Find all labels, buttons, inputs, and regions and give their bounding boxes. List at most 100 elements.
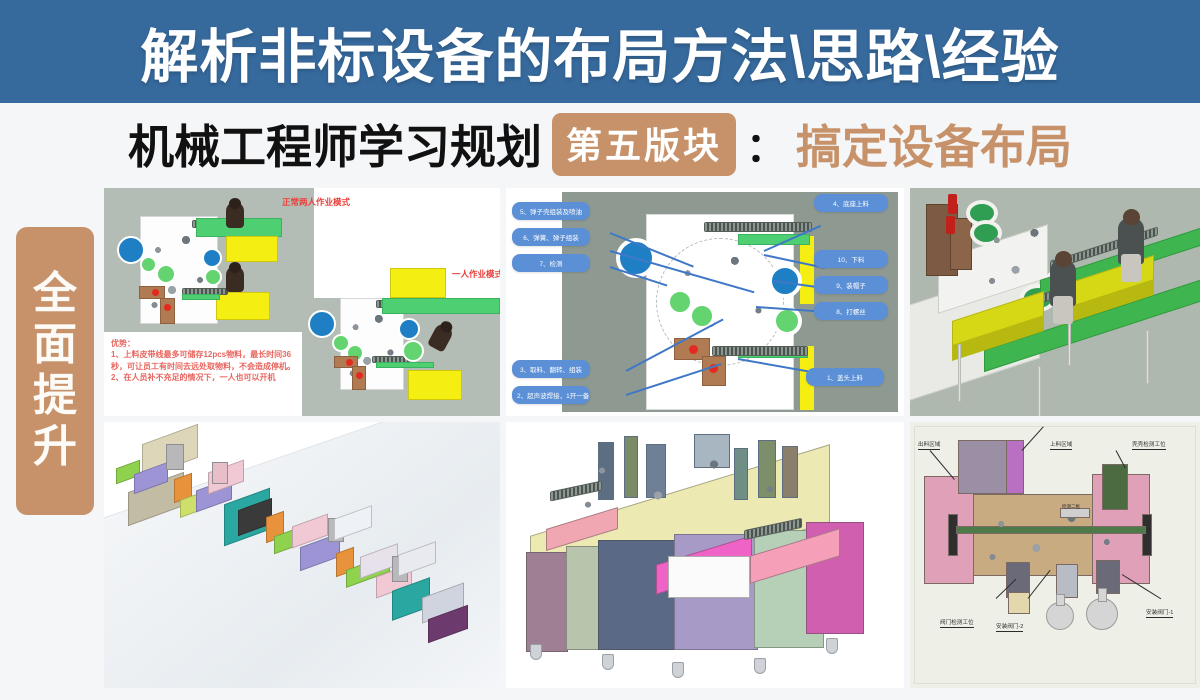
operator-p3-1-legs [1053, 296, 1073, 324]
conveyor-green-left-bottom [182, 294, 220, 300]
panel-long-production-line [104, 422, 500, 688]
annotation-shell-inspect: 壳壳检测工位 [1132, 442, 1166, 450]
annotation-infeed-zone: 上料区域 [1050, 442, 1073, 450]
bowl-feeder-green-left-2 [156, 264, 176, 284]
panel-top-view-layout: 检测二框 出料区域 上料区域 壳壳检测工位 阀门检测工位 安装阀门-2 安装阀门… [910, 422, 1200, 688]
dish-shape-2 [1086, 598, 1118, 630]
caster-4 [754, 658, 766, 674]
workbench-yellow-left-1 [226, 236, 278, 262]
subtitle-main-text: 机械工程师学习规划 [127, 121, 542, 173]
dish-shape-1 [1046, 602, 1074, 630]
advantage-note-box: 优势： 1、上料皮带线最多可储存12pcs物料，最长时间36秒，可让员工有时间去… [104, 332, 302, 416]
side-badge-char-1: 全 [33, 269, 77, 319]
platen-white [668, 556, 750, 598]
page-title: 解析非标设备的布局方法\思路\经验 [140, 24, 1060, 90]
section-badge: 第五版块 [551, 112, 736, 176]
image-grid: 正常两人作业模式 一人作业模式 优势： 1、上料皮带线最多 [104, 188, 1200, 688]
caster-3 [672, 662, 684, 678]
panel-layout-comparison: 正常两人作业模式 一人作业模式 优势： 1、上料皮带线最多 [104, 188, 500, 416]
indicator-red-left-1 [152, 289, 159, 296]
signal-tower-red-1 [948, 194, 957, 214]
operator-p3-2-legs [1121, 254, 1141, 282]
bowl-feeder-blue-left-2 [202, 248, 222, 268]
bowl-feeder-green-left-3 [204, 268, 222, 286]
outfeed-belt-left [182, 288, 228, 295]
side-badge-vertical: 全 面 提 升 [16, 227, 94, 515]
label-one-person-mode: 一人作业模式 [452, 269, 500, 279]
panel-station-callouts: 5、弹子壳组装及喷油 6、弹簧、弹子组装 7、检测 3、取料、翻转、组装 2、超… [506, 188, 904, 416]
valve-station-center [1056, 564, 1078, 598]
fixture-brown-left-2 [160, 298, 175, 324]
annotation-outfeed-zone: 出料区域 [918, 442, 941, 450]
callout-step-5[interactable]: 5、弹子壳组装及喷油 [512, 202, 590, 220]
dish-neck-2 [1098, 588, 1107, 602]
callout-step-7[interactable]: 7、检测 [512, 254, 590, 272]
callout-step-2[interactable]: 2、超声波焊接，1开一备 [512, 386, 590, 404]
subtitle-row: 机械工程师学习规划 第五版块 ： 搞定设备布局 [0, 103, 1200, 185]
rail-right [1142, 514, 1152, 556]
mechanism-cluster-p6 [966, 506, 1142, 566]
dish-neck-1 [1056, 594, 1065, 606]
robot-arm-1 [166, 444, 184, 470]
indexer-belt-top [704, 222, 812, 232]
header-banner: 解析非标设备的布局方法\思路\经验 [0, 0, 1200, 103]
machine-panel-left-2 [566, 546, 600, 650]
subtitle-colon: ： [746, 126, 786, 170]
annotation-valve-inspect: 阀门检测工位 [940, 620, 974, 628]
infeed-zone-block [1006, 440, 1024, 494]
bowl-feeder-green-right-1 [332, 334, 350, 352]
bowl-feeder-blue-right-2 [398, 318, 420, 340]
note-line-2: 2、在人员补不充足的情况下，一人也可以开机 [111, 373, 276, 383]
callout-step-8[interactable]: 8、打螺丝 [814, 302, 888, 320]
caster-5 [826, 638, 838, 654]
control-cabinet-side [950, 218, 972, 270]
workbench-yellow-left-2 [216, 292, 270, 320]
guard-strip-yellow-1 [800, 236, 814, 304]
side-badge-char-2: 面 [33, 320, 77, 370]
outfeed-belt-right [372, 356, 414, 363]
callout-step-4[interactable]: 4、底座上料 [814, 194, 888, 212]
center-gauge [1060, 508, 1090, 518]
valve-inspect-fixture [1008, 592, 1030, 614]
panel-machine-3d-model [506, 422, 904, 688]
annotation-center: 检测二框 [1062, 504, 1080, 509]
callout-step-9[interactable]: 9、装帽子 [814, 276, 888, 294]
callout-step-1[interactable]: 1、盖头上料 [806, 368, 884, 386]
indicator-red-right-2 [356, 372, 363, 379]
bowl-feeder-green-right-3 [402, 340, 424, 362]
subtitle-accent-text: 搞定设备布局 [796, 121, 1072, 173]
note-title: 优势： [111, 339, 135, 348]
bench-leg-4 [1146, 330, 1149, 384]
side-badge-char-3: 提 [33, 371, 77, 420]
side-badge-char-4: 升 [33, 421, 77, 471]
conveyor-green-right-bottom [376, 362, 434, 368]
panel-two-operator-line-3d [910, 188, 1200, 416]
rail-left [948, 514, 958, 556]
bowl-feeder-green-left-1 [140, 256, 157, 273]
operator-left-2 [226, 262, 244, 292]
workbench-yellow-right-1 [390, 268, 446, 298]
indicator-red-p2-1 [689, 345, 698, 354]
bench-leg-1 [958, 344, 961, 402]
machine-panel-left [526, 552, 568, 652]
operator-p3-2 [1118, 209, 1144, 282]
callout-step-6[interactable]: 6、弹簧、弹子组装 [512, 228, 590, 246]
machine-panel-mid [598, 540, 676, 650]
bowl-feeder-blue-right-1 [308, 310, 336, 338]
operator-p3-1 [1050, 251, 1076, 324]
indicator-red-right-1 [346, 359, 353, 366]
callout-step-3[interactable]: 3、取料、翻转、组装 [512, 360, 590, 378]
workbench-yellow-right-2 [408, 370, 462, 400]
indicator-red-p2-2 [709, 364, 718, 373]
bench-leg-2 [1038, 366, 1041, 416]
indicator-red-left-2 [164, 304, 171, 311]
caster-2 [602, 654, 614, 670]
callout-step-10[interactable]: 10、下料 [814, 250, 888, 268]
note-line-1: 1、上料皮带线最多可储存12pcs物料，最长时间36秒，可让员工有时间去远处取物… [111, 350, 295, 371]
annotation-valve-2: 安装阀门-2 [996, 624, 1024, 632]
operator-left-1 [226, 198, 244, 228]
caster-1 [530, 644, 542, 660]
label-two-person-mode: 正常两人作业模式 [282, 197, 351, 207]
camera-module [1102, 464, 1128, 510]
